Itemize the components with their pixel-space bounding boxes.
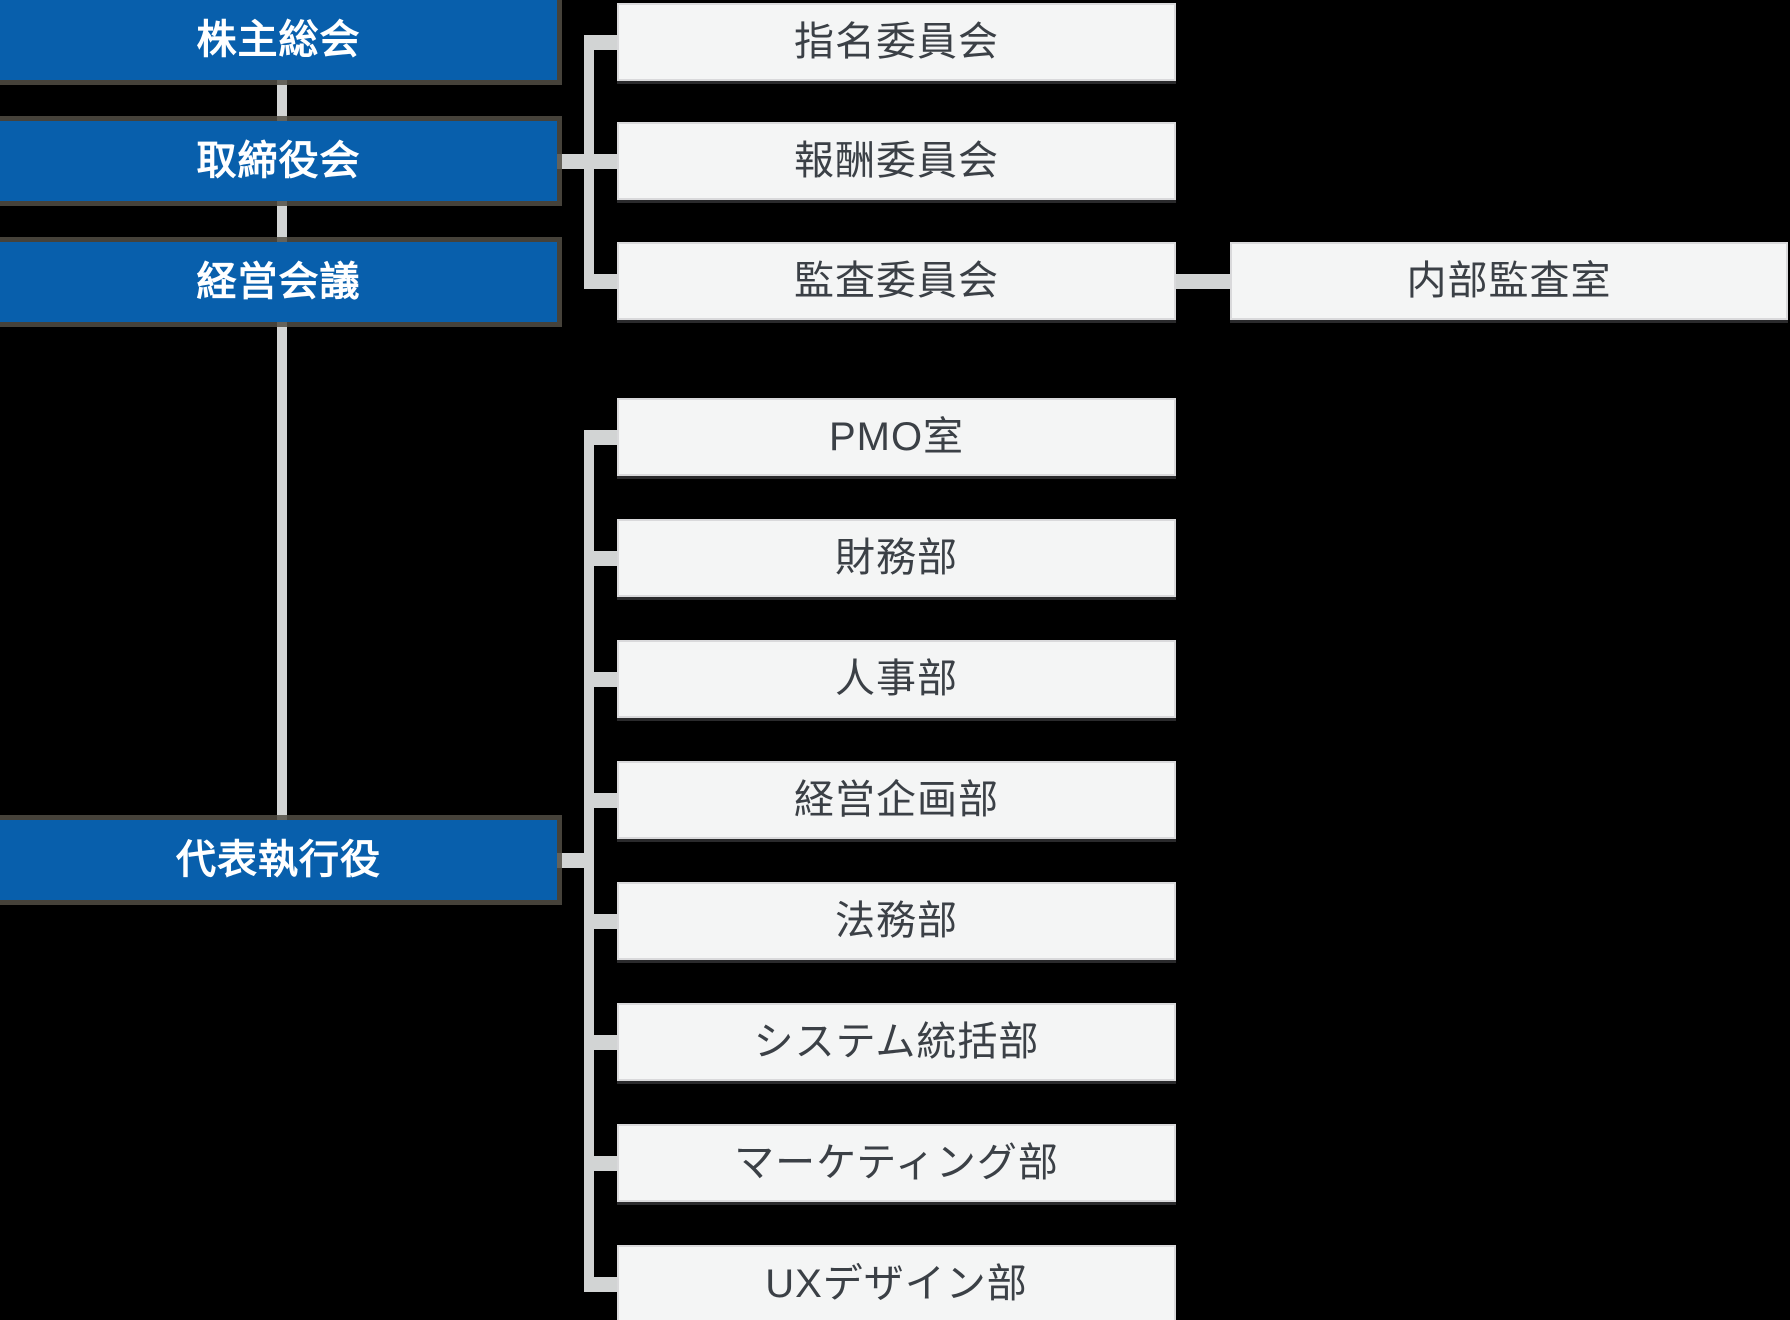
org-node-marketing-dept: マーケティング部 [617,1124,1176,1202]
ux-design-dept-label: UXデザイン部 [765,1262,1028,1306]
hr-dept-label: 人事部 [835,657,958,701]
connector-stub-legal-dept [584,1035,619,1050]
org-node-audit-committee: 監査委員会 [617,242,1176,320]
org-node-legal-dept: 法務部 [617,882,1176,960]
org-node-shareholders-meeting: 株主総会 [0,0,557,80]
connector-stub-marketing-dept [584,1156,619,1171]
org-node-finance-dept: 財務部 [617,519,1176,597]
connector-stub-system-management-dept [584,914,619,929]
connector-board-to-committees [556,154,619,169]
org-node-management-council: 経営会議 [0,242,557,322]
connector-stub-finance-dept [584,551,619,566]
pmo-office-label: PMO室 [828,415,965,459]
board-of-directors-label: 取締役会 [196,139,361,183]
compensation-committee-label: 報酬委員会 [794,139,999,183]
connector-stub-ux-design-dept [584,1277,619,1292]
org-node-nomination-committee: 指名委員会 [617,3,1176,81]
marketing-dept-label: マーケティング部 [734,1141,1059,1185]
org-node-internal-audit-office: 内部監査室 [1230,242,1788,320]
management-council-label: 経営会議 [196,260,361,304]
nomination-committee-label: 指名委員会 [794,20,999,64]
org-node-compensation-committee: 報酬委員会 [617,122,1176,200]
finance-dept-label: 財務部 [835,536,958,580]
org-node-system-management-dept: システム統括部 [617,1003,1176,1081]
system-management-dept-label: システム統括部 [753,1020,1040,1064]
connector-audit-committee-to-internal-audit-office [1176,274,1230,289]
org-node-pmo-office: PMO室 [617,398,1176,476]
audit-committee-label: 監査委員会 [794,259,999,303]
representative-executive-officer-label: 代表執行役 [176,838,381,882]
connector-stub-nomination-committee [584,35,619,50]
org-node-corporate-planning-dept: 経営企画部 [617,761,1176,839]
org-node-hr-dept: 人事部 [617,640,1176,718]
org-node-board-of-directors: 取締役会 [0,121,557,201]
connector-governance-vertical [277,40,287,820]
connector-ceo-to-departments [556,853,594,868]
connector-stub-audit-committee [584,274,619,289]
internal-audit-office-label: 内部監査室 [1406,259,1612,303]
legal-dept-label: 法務部 [835,899,958,943]
shareholders-meeting-label: 株主総会 [196,18,361,62]
connector-stub-corporate-planning-dept [584,793,619,808]
org-node-ux-design-dept: UXデザイン部 [617,1245,1176,1320]
org-node-representative-executive-officer: 代表執行役 [0,820,557,900]
corporate-planning-dept-label: 経営企画部 [794,778,999,822]
connector-stub-pmo-office [584,430,619,445]
connector-stub-hr-dept [584,672,619,687]
